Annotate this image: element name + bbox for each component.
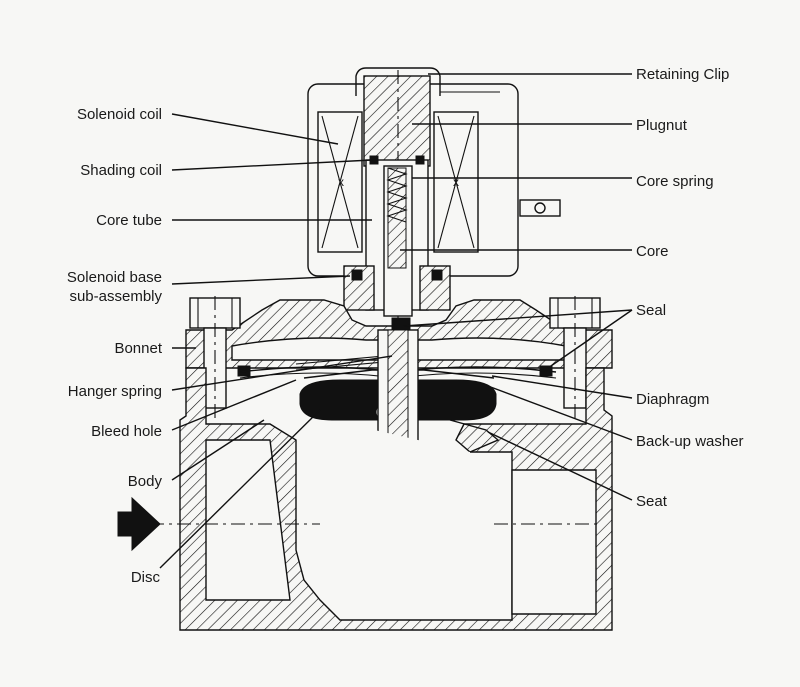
solenoid-coil-left: x <box>317 111 363 253</box>
label-disc: Disc <box>131 569 161 586</box>
retaining-clip <box>355 67 500 96</box>
label-sub-assembly: sub-assembly <box>69 288 162 305</box>
label-core-spring: Core spring <box>636 173 714 190</box>
labels-left: Solenoid coil Shading coil Core tube Sol… <box>67 106 163 586</box>
label-shading-coil: Shading coil <box>80 162 162 179</box>
label-retaining-clip: Retaining Clip <box>636 66 729 83</box>
body <box>179 367 613 631</box>
terminal-connector <box>519 199 561 217</box>
label-plugnut: Plugnut <box>636 117 688 134</box>
coil-mark-left: x <box>338 175 344 189</box>
label-solenoid-base: Solenoid base <box>67 269 162 286</box>
labels-right: Retaining Clip Plugnut Core spring Core … <box>636 66 744 510</box>
label-back-up-washer: Back-up washer <box>636 433 744 450</box>
shading-coil-right <box>415 155 425 165</box>
leader-lines <box>159 73 633 569</box>
flow-arrow-icon <box>117 496 161 552</box>
label-solenoid-coil: Solenoid coil <box>77 106 162 123</box>
solenoid-coil-right: x <box>433 111 479 253</box>
label-bleed-hole: Bleed hole <box>91 423 162 440</box>
label-diaphragm: Diaphragm <box>636 391 709 408</box>
core-spring <box>386 167 408 223</box>
label-seat: Seat <box>636 493 668 510</box>
coil-mark-right: x <box>453 175 459 189</box>
label-core: Core <box>636 243 669 260</box>
label-seal: Seal <box>636 302 666 319</box>
core <box>383 165 413 317</box>
label-hanger-spring: Hanger spring <box>68 383 162 400</box>
bolt-left <box>189 296 241 420</box>
label-bonnet: Bonnet <box>114 340 162 357</box>
label-body: Body <box>128 473 163 490</box>
solenoid-base <box>343 265 451 311</box>
seat <box>449 419 500 453</box>
label-core-tube: Core tube <box>96 212 162 229</box>
